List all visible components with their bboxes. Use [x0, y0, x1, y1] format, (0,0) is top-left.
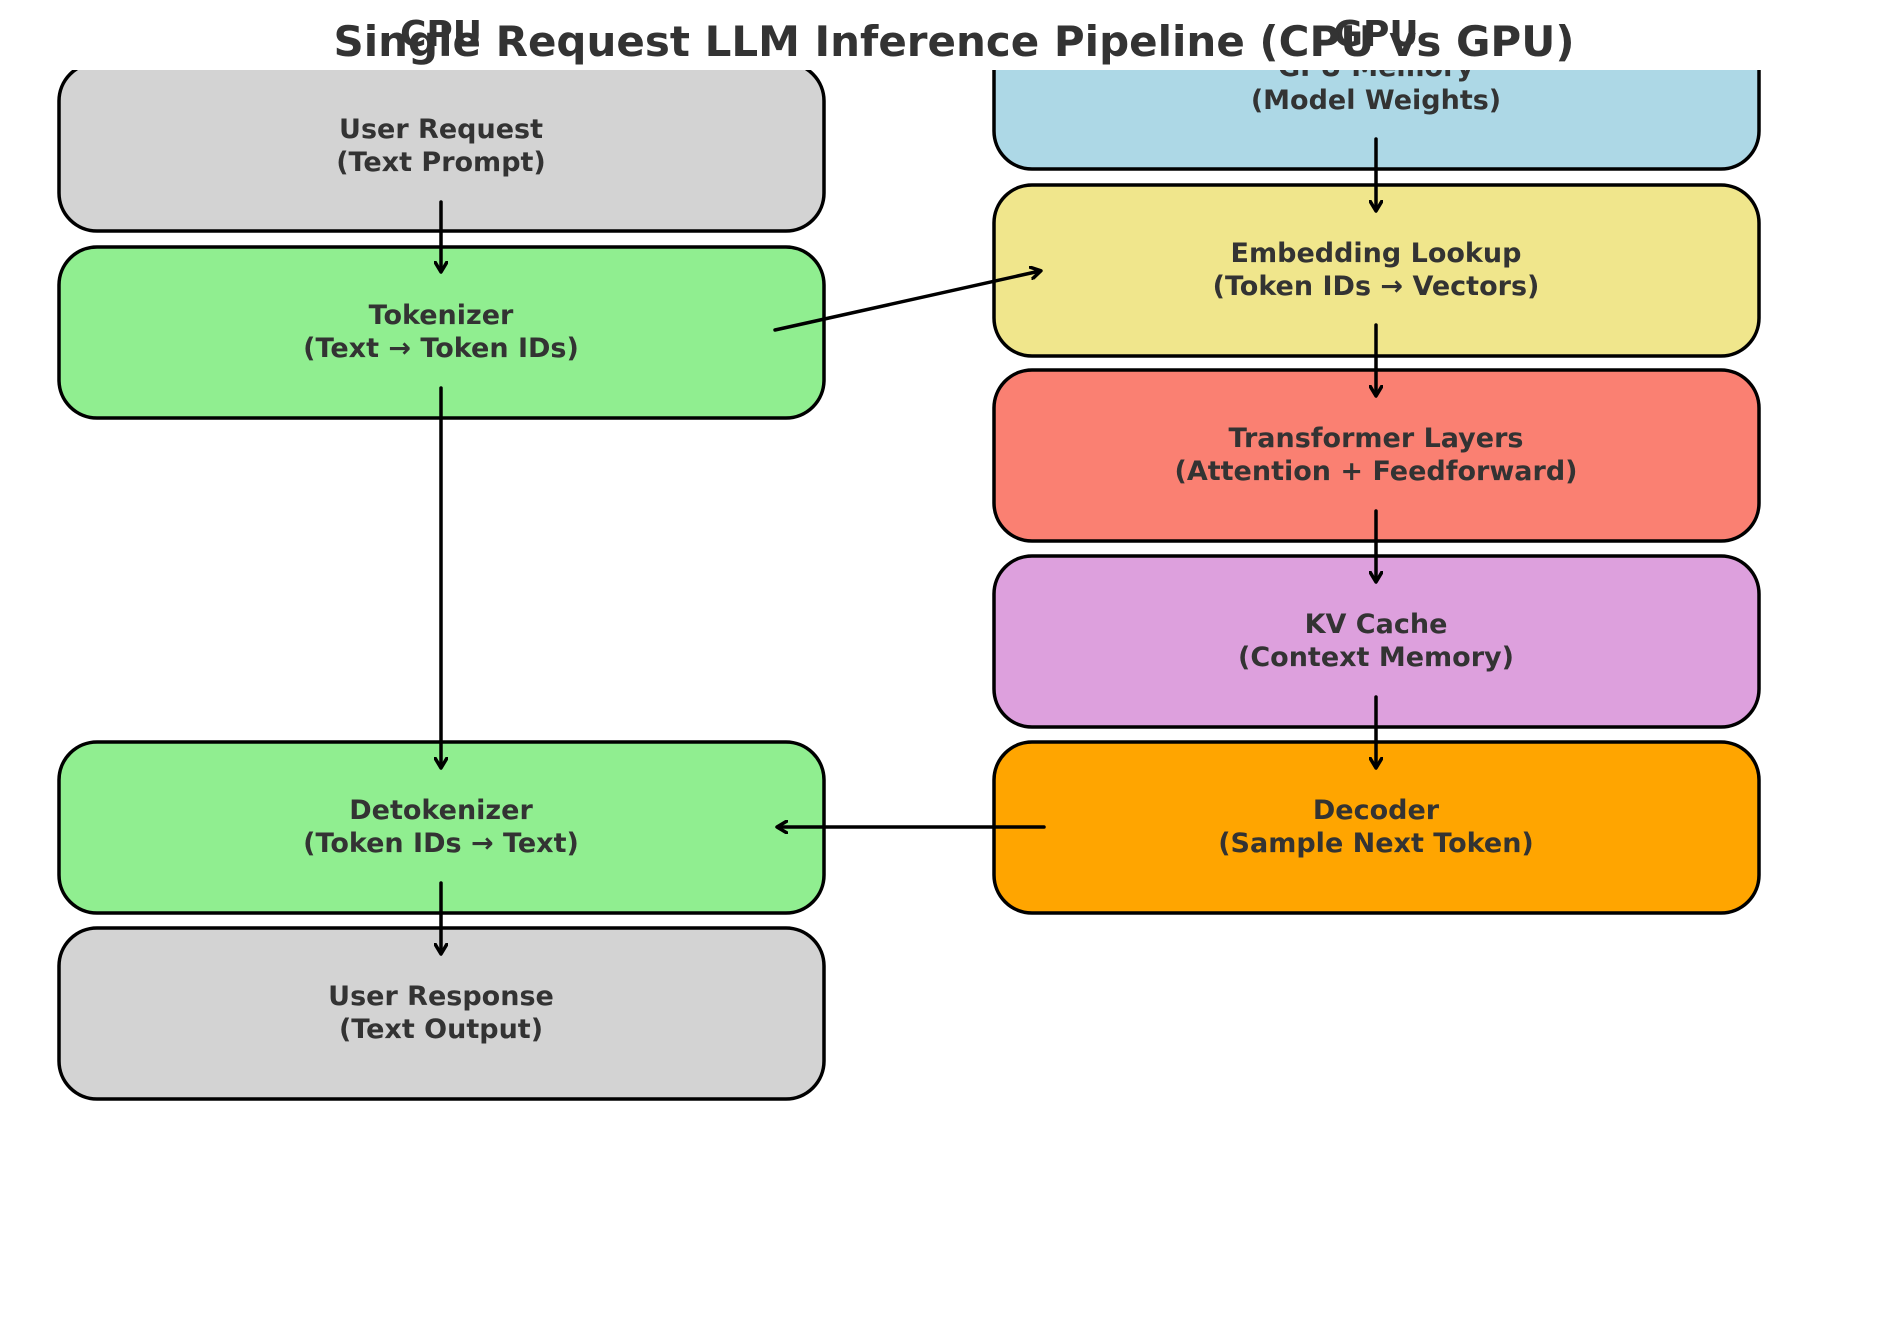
box-detokenizer: Detokenizer (Token IDs → Text) — [57, 740, 826, 915]
box-user-request: User Request (Text Prompt) — [57, 70, 826, 233]
box-user-request-subtitle: (Text Prompt) — [336, 147, 546, 178]
box-kv-cache-title: KV Cache — [1305, 609, 1448, 640]
column-header-cpu: CPU — [400, 14, 482, 55]
box-transformer-layers: Transformer Layers (Attention + Feedforw… — [992, 368, 1761, 543]
box-transformer-layers-title: Transformer Layers — [1229, 423, 1524, 454]
box-decoder-title: Decoder — [1313, 795, 1440, 826]
box-kv-cache-subtitle: (Context Memory) — [1238, 642, 1514, 673]
box-kv-cache: KV Cache (Context Memory) — [992, 554, 1761, 729]
arrows — [441, 137, 1376, 953]
box-transformer-layers-subtitle: (Attention + Feedforward) — [1175, 456, 1578, 487]
box-gpu-memory: GPU Memory (Model Weights) — [992, 52, 1761, 171]
box-gpu-memory-subtitle: (Model Weights) — [1251, 85, 1501, 116]
box-user-response-subtitle: (Text Output) — [339, 1014, 543, 1045]
box-gpu-memory-title: GPU Memory — [1278, 52, 1474, 83]
box-embedding-lookup: Embedding Lookup (Token IDs → Vectors) — [992, 183, 1761, 358]
box-user-response-title: User Response — [328, 981, 554, 1012]
box-embedding-lookup-subtitle: (Token IDs → Vectors) — [1213, 271, 1540, 302]
box-detokenizer-title: Detokenizer — [349, 795, 533, 826]
arrow-tokenizer-to-embedding — [773, 271, 1040, 332]
box-tokenizer-title: Tokenizer — [369, 300, 514, 331]
column-header-gpu: GPU — [1333, 14, 1418, 55]
box-tokenizer-subtitle: (Text → Token IDs) — [303, 333, 579, 364]
box-user-response: User Response (Text Output) — [57, 926, 826, 1101]
box-decoder-subtitle: (Sample Next Token) — [1218, 828, 1534, 859]
box-user-request-title: User Request — [339, 114, 543, 145]
box-embedding-lookup-title: Embedding Lookup — [1231, 238, 1522, 269]
diagram-title: Single Request LLM Inference Pipeline (C… — [333, 17, 1574, 66]
box-detokenizer-subtitle: (Token IDs → Text) — [303, 828, 579, 859]
